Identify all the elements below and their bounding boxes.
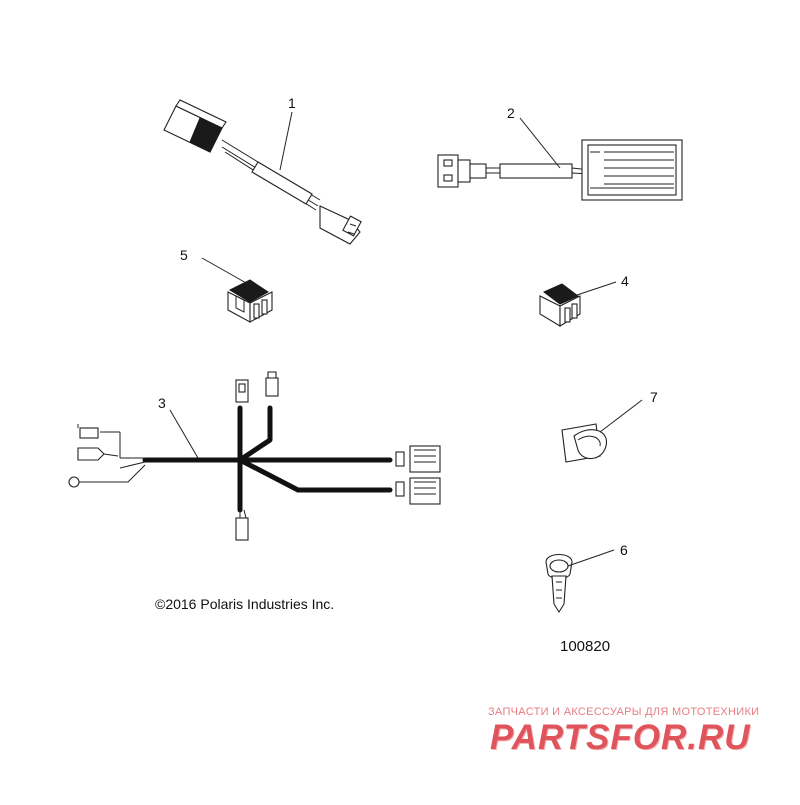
part-3-main-harness[interactable] (68, 371, 441, 541)
copyright-text: ©2016 Polaris Industries Inc. (155, 596, 335, 612)
leader-4 (573, 281, 617, 297)
part-5-switch[interactable] (227, 279, 273, 323)
part-6-retainer[interactable] (545, 553, 573, 614)
watermark-subtitle: ЗАПЧАСТИ И АКСЕССУАРЫ ДЛЯ МОТОТЕХНИКИ (488, 706, 760, 718)
part-1-harness[interactable] (163, 99, 362, 245)
leader-1 (279, 111, 293, 171)
part-4-switch[interactable] (539, 283, 581, 327)
callout-2: 2 (507, 105, 515, 121)
leader-7 (599, 399, 643, 433)
drawing-number: 100820 (560, 638, 611, 655)
callout-3: 3 (158, 395, 166, 411)
part-7-clip[interactable] (561, 423, 607, 463)
leader-6 (567, 549, 615, 567)
leader-2 (519, 117, 561, 169)
part-2-heater-element[interactable] (437, 139, 683, 201)
leader-5 (201, 257, 249, 285)
callout-4: 4 (621, 273, 629, 289)
callout-6: 6 (620, 542, 628, 558)
callout-1: 1 (288, 95, 296, 111)
leader-3 (169, 409, 199, 459)
callout-5: 5 (180, 247, 188, 263)
watermark-logo: PARTSFOR.RU (490, 718, 751, 757)
callout-7: 7 (650, 389, 658, 405)
